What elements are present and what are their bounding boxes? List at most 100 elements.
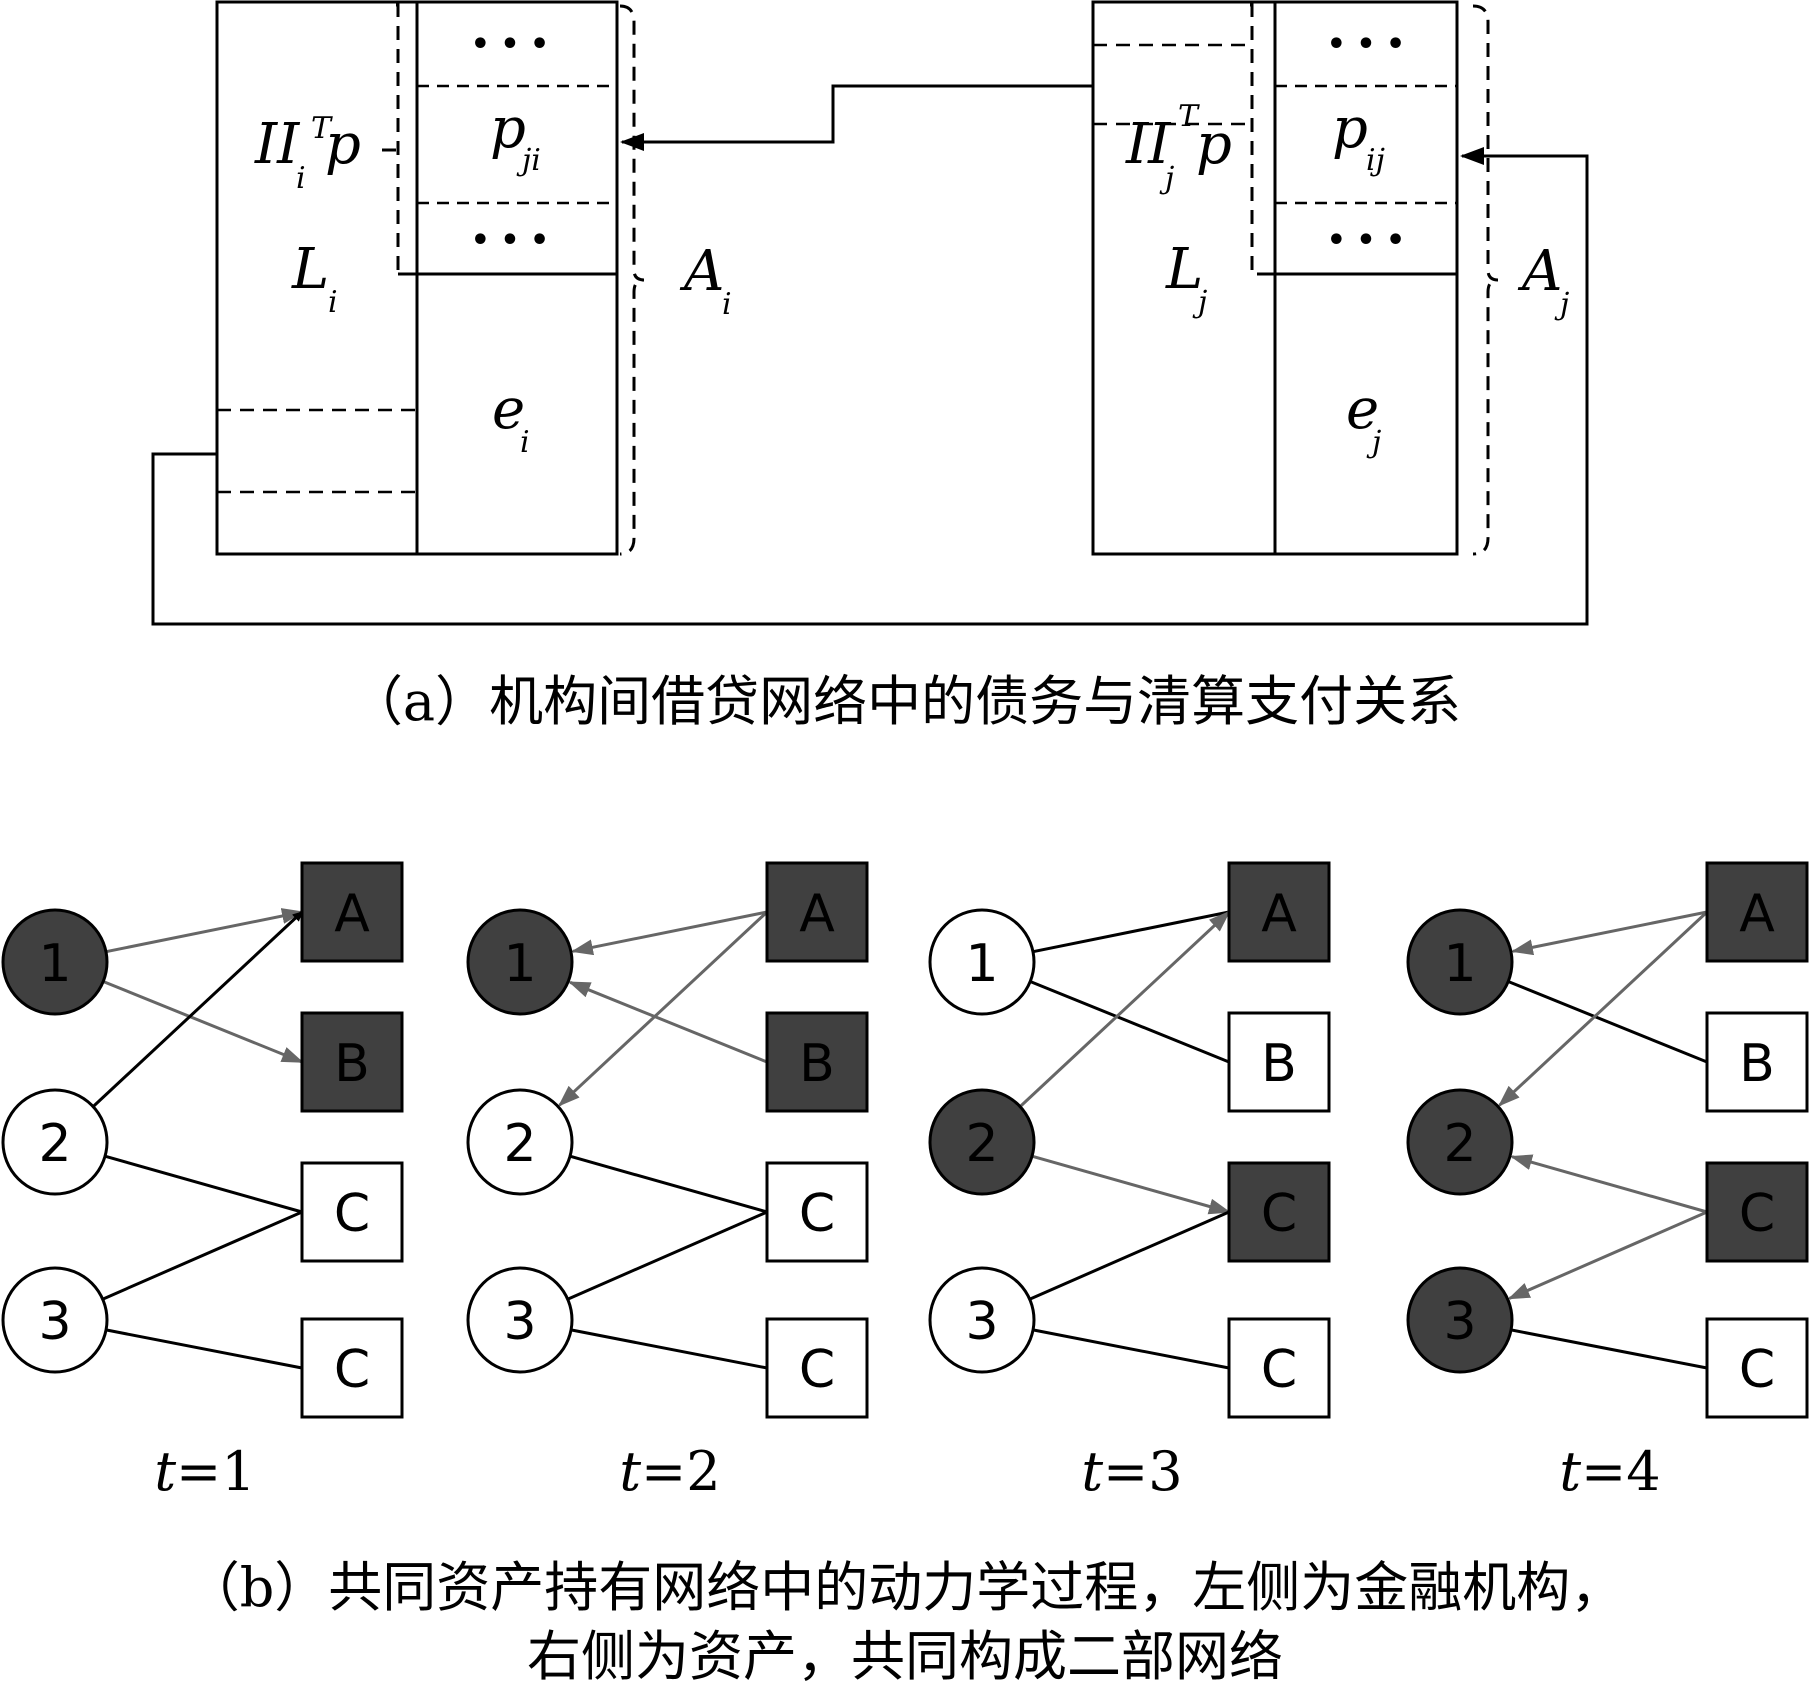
- interbank-bracket-i: [396, 3, 405, 276]
- holding-edge: [1507, 980, 1708, 1064]
- assets-column-i: [415, 0, 619, 556]
- institution-label: 1: [38, 934, 71, 994]
- asset-label: C: [1261, 1340, 1297, 1400]
- holding-edge: [558, 910, 769, 1107]
- institution-label: 2: [1443, 1114, 1476, 1174]
- holding-edge: [102, 980, 304, 1064]
- p-ij-sub: ij: [1366, 143, 1385, 178]
- institution-label: 3: [503, 1292, 536, 1352]
- holding-edge: [101, 1210, 303, 1301]
- asset-node: [765, 1161, 869, 1263]
- e-i: e: [492, 377, 525, 442]
- holding-edge: [1028, 1210, 1230, 1301]
- holding-edge: [1510, 910, 1708, 956]
- institution-label: 2: [965, 1114, 998, 1174]
- asset-node: [1227, 1317, 1331, 1419]
- institution-node: [466, 908, 574, 1016]
- holding-edge: [104, 1154, 303, 1214]
- time-step-label: t=3: [1081, 1440, 1182, 1503]
- institution-label: 1: [965, 934, 998, 994]
- L-j: L: [1165, 237, 1203, 302]
- institution-node: [928, 1266, 1036, 1374]
- asset-node: [1705, 1317, 1809, 1419]
- asset-label: C: [799, 1340, 835, 1400]
- holding-edge: [1032, 910, 1230, 954]
- time-variable: t: [619, 1440, 641, 1503]
- liability-sup-i: T: [311, 111, 333, 146]
- liability-symbol-i: II: [254, 112, 301, 177]
- dots-top-i: • • •: [471, 27, 549, 62]
- asset-label: C: [1739, 1184, 1775, 1244]
- asset-brace-j: [1472, 4, 1499, 556]
- dots-mid-i: • • •: [471, 223, 549, 258]
- p-ij: p: [1332, 96, 1368, 161]
- asset-node: [1227, 1011, 1331, 1113]
- payment-arrow-i-to-j: [151, 147, 1589, 626]
- interbank-bracket-j: [1250, 3, 1262, 276]
- asset-node: [300, 1161, 404, 1263]
- institution-label: 3: [38, 1292, 71, 1352]
- holding-edge: [569, 1154, 768, 1214]
- holding-edge: [105, 1328, 303, 1370]
- time-variable: t: [1559, 1440, 1581, 1503]
- liability-sub-i: i: [296, 161, 306, 196]
- time-variable: t: [154, 1440, 176, 1503]
- A-i: A: [679, 239, 724, 304]
- A-i-sub: i: [722, 287, 732, 322]
- asset-label: C: [334, 1184, 370, 1244]
- asset-label: A: [799, 884, 835, 944]
- liability-symbol-j: II: [1125, 112, 1172, 177]
- time-step-label: t=1: [154, 1440, 255, 1503]
- institution-label: 1: [503, 934, 536, 994]
- holding-edge: [1507, 1210, 1708, 1300]
- institution-node: [466, 1266, 574, 1374]
- time-value: =1: [176, 1440, 256, 1503]
- assets-column-j: [1273, 0, 1459, 556]
- holding-edge: [1510, 1154, 1708, 1214]
- asset-node: [765, 1317, 869, 1419]
- asset-node: [1227, 1161, 1331, 1263]
- time-value: =3: [1103, 1440, 1183, 1503]
- asset-node: [1705, 861, 1809, 963]
- holding-edge: [1498, 910, 1709, 1107]
- asset-label: A: [1261, 884, 1297, 944]
- asset-node: [300, 861, 404, 963]
- time-value: =2: [641, 1440, 721, 1503]
- asset-node: [765, 861, 869, 963]
- liability-p-i: p: [325, 112, 361, 177]
- institution-node: [1406, 1088, 1514, 1196]
- holding-edge: [566, 1210, 768, 1301]
- asset-label: B: [334, 1034, 370, 1094]
- time-value: =4: [1581, 1440, 1661, 1503]
- caption-a: （a）机构间借贷网络中的债务与清算支付关系: [349, 670, 1461, 733]
- holding-edge: [1031, 1154, 1231, 1215]
- holding-edge: [1019, 910, 1231, 1108]
- balance-sheet-i: II T i p L i • • • p ji • • • e i A i: [215, 0, 732, 556]
- liability-p-j: p: [1196, 112, 1232, 177]
- holding-edge: [1029, 980, 1230, 1064]
- payment-arrow-j-to-i: [620, 84, 1093, 151]
- asset-brace-i: [619, 4, 645, 556]
- asset-node: [300, 1011, 404, 1113]
- balance-sheet-j: II T j p L j • • • p ij • • • e j A j: [1091, 0, 1569, 556]
- caption-b-line2: 右侧为资产，共同构成二部网络: [527, 1625, 1283, 1688]
- institution-node: [928, 908, 1036, 1016]
- asset-label: B: [1261, 1034, 1297, 1094]
- holding-edge: [568, 980, 768, 1064]
- holding-edge: [105, 908, 304, 954]
- asset-node: [765, 1011, 869, 1113]
- asset-label: C: [1261, 1184, 1297, 1244]
- asset-label: A: [1739, 884, 1775, 944]
- time-variable: t: [1081, 1440, 1103, 1503]
- L-i: L: [291, 237, 329, 302]
- A-j: A: [1517, 239, 1562, 304]
- holding-edge: [1510, 1328, 1708, 1370]
- time-step-label: t=4: [1559, 1440, 1660, 1503]
- asset-node: [300, 1317, 404, 1419]
- balance-sheet-diagram: II T i p L i • • • p ji • • • e i A i: [151, 0, 1589, 733]
- caption-b-line1: （b）共同资产持有网络中的动力学过程，左侧为金融机构，: [186, 1556, 1625, 1619]
